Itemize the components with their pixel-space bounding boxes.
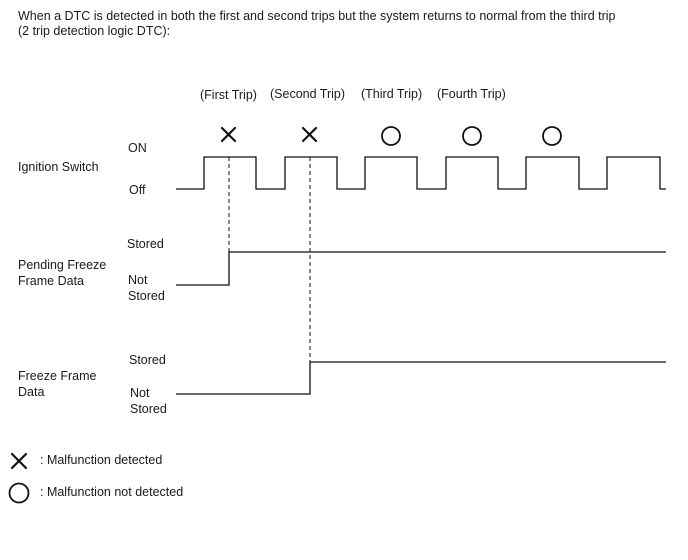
pending-not-label: Not [128,273,148,287]
trip-label-first: (First Trip) [200,88,257,102]
caption-line-1: When a DTC is detected in both the first… [18,9,616,23]
legend-malfunction-not-detected: : Malfunction not detected [40,485,184,499]
freeze-stored-label: Stored [129,353,166,367]
pending-stored-label: Stored [127,237,164,251]
ignition-switch-label: Ignition Switch [18,160,99,174]
pending-not-stored-label: Stored [128,289,165,303]
freeze-frame-waveform [176,361,666,395]
freeze-not-stored-label: Stored [130,402,167,416]
trip-label-second: (Second Trip) [270,87,346,101]
legend-malfunction-detected: : Malfunction detected [40,453,163,467]
ignition-off-label: Off [129,183,146,197]
pending-freeze-label-line1: Pending Freeze [18,258,107,272]
freeze-not-label: Not [130,386,150,400]
trip-label-fourth: (Fourth Trip) [437,87,506,101]
legend-cross-icon [10,452,28,470]
trip-3-circle-icon [381,126,401,146]
pending-freeze-waveform [176,251,666,286]
legend-circle-icon [8,482,30,504]
caption-line-2: (2 trip detection logic DTC): [18,24,171,38]
freeze-frame-label-line2: Data [18,385,45,399]
trip-label-third: (Third Trip) [361,87,423,101]
trip-1-cross-icon [220,126,237,143]
trip-5-circle-icon [542,126,562,146]
pending-freeze-label-line2: Frame Data [18,274,84,288]
trip-4-circle-icon [462,126,482,146]
ignition-on-label: ON [128,141,147,155]
ignition-switch-waveform [176,156,666,190]
freeze-frame-label-line1: Freeze Frame [18,369,97,383]
diagram-caption: When a DTC is detected in both the first… [18,9,616,39]
trip-2-cross-icon [301,126,318,143]
